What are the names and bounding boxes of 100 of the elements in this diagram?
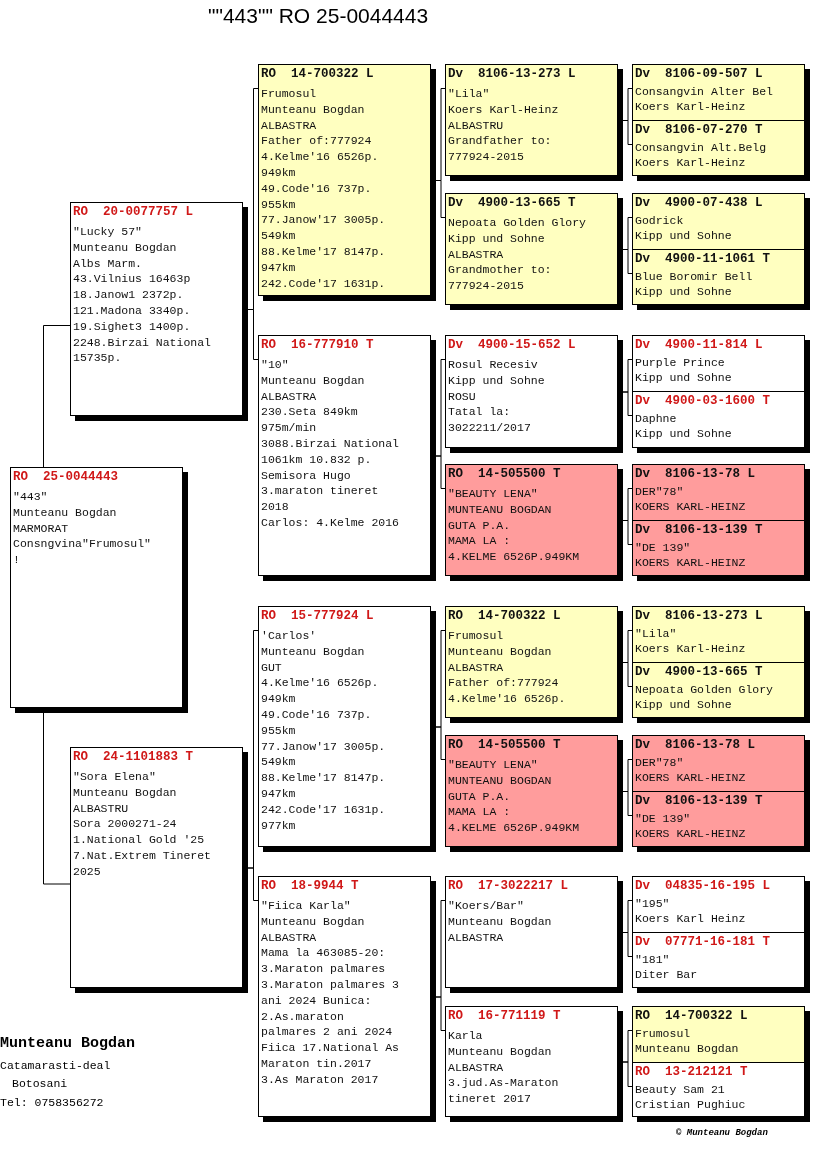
bird-info: DER"78": [635, 756, 685, 771]
bird-info: Grandfather to:: [448, 133, 553, 150]
bird-info: 947km: [261, 785, 297, 802]
bird-info: 4.KELME 6526P.949KM: [448, 549, 581, 565]
bird-info: Munteanu Bogdan: [73, 784, 178, 801]
bird-info: 242.Code'17 1631p.: [261, 275, 387, 292]
bird-info: Kipp und Sohne: [635, 697, 733, 713]
ring-number: RO 17-3022217 L: [448, 878, 570, 894]
bird-info: ALBASTRU: [448, 117, 505, 134]
ring-number: RO 14-700322 L: [261, 66, 375, 82]
bird-info: GUTA P.A.: [448, 788, 512, 805]
bird-info: Karla: [448, 1028, 484, 1044]
bird-info: Munteanu Bogdan: [261, 643, 366, 660]
ring-number: Dv 4900-15-652 L: [448, 337, 577, 353]
bird-info: ALBASTRU: [73, 800, 130, 817]
bird-info: 'Carlos': [261, 628, 318, 644]
bird-info: "Sora Elena": [73, 769, 157, 785]
bird-info: ALBASTRA: [448, 659, 505, 676]
bird-info: Semisora Hugo: [261, 467, 352, 484]
ring-number: RO 20-0077757 L: [73, 204, 195, 220]
ring-number: Dv 8106-13-273 L: [448, 66, 577, 82]
bird-info: Nepoata Golden Glory: [635, 683, 775, 698]
bird-info: Father of:777924: [261, 133, 373, 150]
footer-note: © Munteanu Bogdan: [676, 1128, 768, 1138]
ring-number: Dv 07771-16-181 T: [635, 934, 772, 950]
bird-info: 1.National Gold '25: [73, 832, 206, 848]
ring-number: Dv 4900-11-1061 T: [635, 251, 772, 267]
bird-info: Kipp und Sohne: [635, 284, 733, 300]
bird-info: 230.Seta 849km: [261, 404, 359, 421]
bird-info: 88.Kelme'17 8147p.: [261, 770, 387, 786]
bird-info: 949km: [261, 165, 297, 181]
bird-info: "195": [635, 897, 671, 912]
ring-number: Dv 4900-13-665 T: [448, 195, 577, 211]
bird-info: Koers Karl-Heinz: [635, 641, 747, 657]
bird-info: 955km: [261, 722, 297, 739]
bird-info: "443": [13, 489, 49, 505]
bird-info: ALBASTRA: [448, 929, 505, 946]
bird-info: Nepoata Golden Glory: [448, 215, 588, 231]
bird-info: "Lila": [448, 86, 491, 102]
bird-info: Kipp und Sohne: [448, 372, 546, 389]
bird-info: ALBASTRA: [448, 1059, 505, 1076]
bird-info: MUNTEANU BOGDAN: [448, 772, 553, 789]
bird-info: Munteanu Bogdan: [448, 913, 553, 930]
bird-info: Grandmother to:: [448, 262, 553, 279]
ring-number: RO 13-212121 T: [635, 1064, 749, 1080]
bird-info: "181": [635, 953, 671, 968]
ring-number: Dv 8106-13-139 T: [635, 522, 764, 538]
bird-info: Frumosul: [261, 86, 318, 102]
bird-info: 2.As.maraton: [261, 1008, 345, 1025]
bird-info: Munteanu Bogdan: [261, 372, 366, 389]
ring-number: RO 16-771119 T: [448, 1008, 562, 1024]
bird-info: 947km: [261, 259, 297, 276]
contact-line: Tel: 0758356272: [0, 1096, 104, 1109]
bird-info: 4.Kelme'16 6526p.: [261, 149, 380, 165]
ring-number: Dv 4900-11-814 L: [635, 337, 764, 353]
bird-info: Koers Karl-Heinz: [448, 101, 560, 118]
ring-number: RO 18-9944 T: [261, 878, 360, 894]
bird-info: Munteanu Bogdan: [73, 239, 178, 256]
bird-info: Mama la 463085-20:: [261, 945, 387, 962]
bird-info: 3.jud.As-Maraton: [448, 1075, 560, 1092]
bird-info: ALBASTRA: [448, 246, 505, 263]
bird-info: 43.Vilnius 16463p: [73, 271, 192, 288]
bird-info: Godrick: [635, 214, 685, 229]
bird-info: "BEAUTY LENA": [448, 757, 539, 773]
bird-info: Cristian Pughiuc: [635, 1097, 747, 1113]
bird-info: Frumosul: [448, 628, 505, 644]
ring-number: RO 14-700322 L: [635, 1008, 749, 1024]
ring-number: RO 25-0044443: [13, 469, 120, 485]
ring-number: RO 15-777924 L: [261, 608, 375, 624]
bird-info: Koers Karl Heinz: [635, 911, 747, 927]
bird-info: 1061km 10.832 p.: [261, 451, 373, 468]
bird-info: 4.Kelme'16 6526p.: [448, 691, 567, 707]
ring-number: Dv 8106-07-270 T: [635, 122, 764, 138]
ring-number: Dv 8106-13-273 L: [635, 608, 764, 624]
bird-info: DER"78": [635, 485, 685, 500]
bird-info: 549km: [261, 228, 297, 244]
bird-info: 121.Madona 3340p.: [73, 303, 192, 319]
bird-info: GUT: [261, 659, 283, 676]
bird-info: Consangvin Alt.Belg: [635, 141, 768, 156]
bird-info: KOERS KARL-HEINZ: [635, 770, 747, 786]
bird-info: tineret 2017: [448, 1091, 532, 1107]
bird-info: Father of:777924: [448, 675, 560, 692]
bird-info: Munteanu Bogdan: [261, 913, 366, 930]
bird-info: KOERS KARL-HEINZ: [635, 499, 747, 515]
contact-line: Botosani: [12, 1077, 68, 1090]
bird-info: 88.Kelme'17 8147p.: [261, 243, 387, 260]
bird-info: MAMA LA :: [448, 804, 512, 821]
bird-info: 77.Janow'17 3005p.: [261, 738, 387, 755]
bird-info: 3022211/2017: [448, 420, 532, 436]
bird-info: Koers Karl-Heinz: [635, 99, 747, 115]
bird-info: ROSU: [448, 388, 477, 405]
bird-info: Maraton tin.2017: [261, 1055, 373, 1072]
ring-number: Dv 8106-13-78 L: [635, 466, 757, 482]
bird-info: Munteanu Bogdan: [13, 504, 118, 521]
ring-number: Dv 04835-16-195 L: [635, 878, 772, 894]
bird-info: Kipp und Sohne: [635, 426, 733, 442]
bird-info: Kipp und Sohne: [635, 228, 733, 244]
bird-info: Kipp und Sohne: [635, 370, 733, 386]
bird-info: Rosul Recesiv: [448, 357, 539, 373]
bird-info: Munteanu Bogdan: [448, 643, 553, 660]
